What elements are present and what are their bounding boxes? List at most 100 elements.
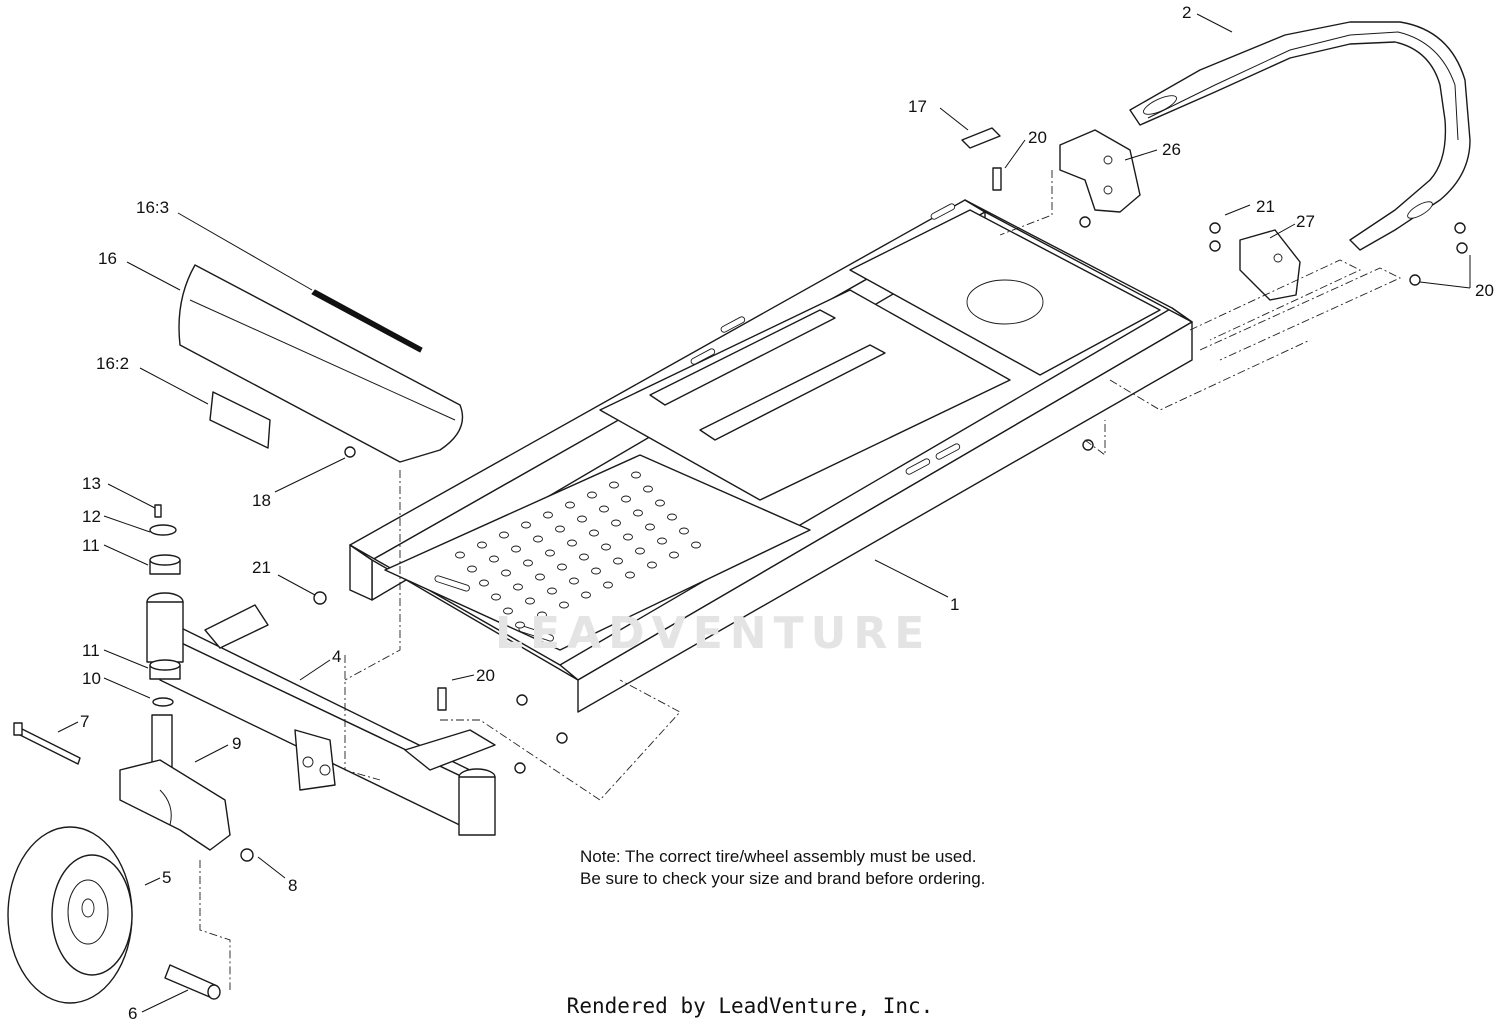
- callout-26: 26: [1162, 140, 1181, 159]
- deck-hole: [537, 611, 547, 619]
- deck-hole: [535, 573, 545, 581]
- deck-hole: [513, 583, 523, 591]
- deck-hole: [589, 529, 599, 537]
- deck-hole: [499, 531, 509, 539]
- watermark: LEADVENTURE: [495, 608, 932, 659]
- deck-hole: [613, 557, 623, 565]
- deck-hole: [691, 541, 701, 549]
- callout-16-3: 16:3: [136, 198, 169, 217]
- callout-9: 9: [232, 734, 241, 753]
- callout-5: 5: [162, 868, 171, 887]
- deck-hole: [655, 499, 665, 507]
- callout-16: 16: [98, 249, 117, 268]
- decal-16-2: [209, 391, 271, 449]
- callout-10: 10: [82, 669, 101, 688]
- deck-hole: [559, 601, 569, 609]
- note-line-1: Note: The correct tire/wheel assembly mu…: [580, 847, 977, 866]
- callout-8: 8: [288, 876, 297, 895]
- foot-deck-holes: [455, 471, 701, 629]
- callout-18: 18: [252, 491, 271, 510]
- deck-hole: [557, 563, 567, 571]
- deck-hole: [547, 587, 557, 595]
- callout-6: 6: [128, 1004, 137, 1023]
- callout-11-lower: 11: [82, 641, 100, 660]
- bracket-26: [1059, 129, 1141, 213]
- deck-hole: [579, 553, 589, 561]
- hardware: [240, 167, 1468, 862]
- deck-hole: [545, 549, 555, 557]
- leader-lines: [57, 13, 1471, 1013]
- decal-16-3: [311, 289, 423, 353]
- callout-20-front: 20: [476, 666, 495, 685]
- callout-labels: 1 2 4 5 6 7 8 9 10 11 11 12 13 16 16:2 1…: [80, 3, 1494, 1023]
- assembly-lines: [199, 170, 1402, 990]
- deck-hole: [489, 555, 499, 563]
- callout-13: 13: [82, 474, 101, 493]
- axle-bolt-7: [13, 722, 81, 765]
- deck-hole: [609, 481, 619, 489]
- main-frame: [349, 199, 1193, 713]
- deck-hole: [511, 545, 521, 553]
- bracket-27: [1239, 229, 1301, 301]
- rops-hoop: [1129, 21, 1471, 251]
- deck-hole: [669, 551, 679, 559]
- deck-hole: [581, 591, 591, 599]
- deck-hole: [667, 513, 677, 521]
- deck-hole: [625, 571, 635, 579]
- spacer-6: [164, 964, 221, 1000]
- callout-17: 17: [908, 97, 927, 116]
- note-line-2: Be sure to check your size and brand bef…: [580, 869, 986, 888]
- deck-hole: [501, 569, 511, 577]
- spindle-stack: [149, 504, 181, 707]
- deck-hole: [543, 511, 553, 519]
- deck-hole: [525, 597, 535, 605]
- deck-hole: [479, 579, 489, 587]
- deck-hole: [601, 543, 611, 551]
- front-axle: [146, 592, 496, 836]
- callout-20-top: 20: [1028, 128, 1047, 147]
- deck-hole: [633, 509, 643, 517]
- footer-credit: Rendered by LeadVenture, Inc.: [566, 994, 934, 1018]
- note: Note: The correct tire/wheel assembly mu…: [580, 846, 985, 890]
- callout-2: 2: [1182, 3, 1191, 22]
- deck-hole: [503, 607, 513, 615]
- wheel-5: [7, 826, 133, 1004]
- deck-hole: [491, 593, 501, 601]
- callout-20-right: 20: [1475, 281, 1494, 300]
- deck-hole: [611, 519, 621, 527]
- deck-hole: [603, 581, 613, 589]
- deck-hole: [577, 515, 587, 523]
- deck-hole: [623, 533, 633, 541]
- callout-27: 27: [1296, 212, 1315, 231]
- deck-hole: [599, 505, 609, 513]
- cover-16: [178, 264, 464, 463]
- callout-11-upper: 11: [82, 536, 100, 555]
- deck-hole: [567, 539, 577, 547]
- callout-21-left: 21: [252, 558, 271, 577]
- deck-hole: [591, 567, 601, 575]
- deck-hole: [515, 621, 525, 629]
- deck-hole: [657, 537, 667, 545]
- deck-hole: [621, 495, 631, 503]
- deck-hole: [643, 485, 653, 493]
- deck-hole: [521, 521, 531, 529]
- deck-hole: [645, 523, 655, 531]
- deck-hole: [587, 491, 597, 499]
- caster-fork: [119, 714, 231, 851]
- deck-hole: [679, 527, 689, 535]
- callout-4: 4: [332, 647, 341, 666]
- deck-hole: [647, 561, 657, 569]
- deck-hole: [569, 577, 579, 585]
- deck-hole: [523, 559, 533, 567]
- deck-hole: [565, 501, 575, 509]
- deck-hole: [631, 471, 641, 479]
- deck-hole: [477, 541, 487, 549]
- decal-17: [961, 127, 1001, 149]
- callout-16-2: 16:2: [96, 354, 129, 373]
- deck-hole: [533, 535, 543, 543]
- deck-hole: [467, 565, 477, 573]
- callout-7: 7: [80, 712, 89, 731]
- callout-21-right: 21: [1256, 197, 1275, 216]
- callout-12: 12: [82, 507, 101, 526]
